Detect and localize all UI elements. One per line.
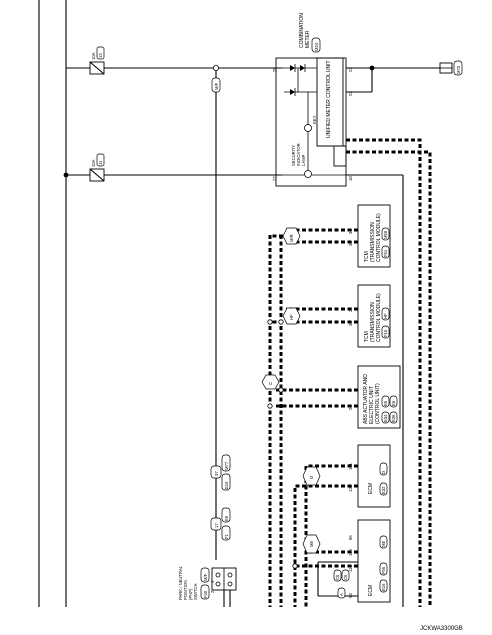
svg-text:E36: E36: [391, 414, 396, 422]
svg-text:CONTROL MODULE): CONTROL MODULE): [376, 213, 382, 262]
svg-text:1: 1: [210, 580, 215, 583]
svg-text:28: 28: [272, 67, 277, 72]
svg-text:23: 23: [348, 67, 353, 72]
svg-text:D: D: [381, 471, 386, 474]
svg-text:2: 2: [210, 590, 215, 593]
svg-text:115: 115: [348, 565, 353, 572]
meter-unit-label: UNIFIED METER CONTROL UNIT: [326, 60, 332, 138]
indicator-label: INDICATOR: [296, 143, 301, 166]
svg-text:ECM: ECM: [368, 585, 374, 596]
svg-text:E5: E5: [383, 400, 388, 406]
svg-text:D: D: [309, 476, 314, 479]
indicator-label: SECURITY: [291, 145, 296, 166]
svg-text:F56: F56: [381, 566, 386, 574]
pnp-switch: PARK / NEUTRAL POSITION (PNP) SWITCH F40…: [178, 565, 237, 607]
svg-text:E16: E16: [224, 481, 229, 489]
can-h-line: [346, 138, 422, 607]
ecm-2: ECM E16 F56 M8 115 160 96: [348, 519, 391, 603]
indicator-label: LAMP: [301, 154, 306, 166]
junction-mf-marker: M/F: [211, 77, 221, 93]
harness-connector-37: 37 E16 M77: [210, 454, 231, 491]
svg-text:TCM: TCM: [364, 331, 370, 342]
svg-text:PARK / NEUTRAL: PARK / NEUTRAL: [178, 565, 183, 600]
svg-text:E16: E16: [381, 583, 386, 591]
svg-text:96: 96: [348, 535, 353, 540]
svg-text:(TRANSMISSION: (TRANSMISSION: [370, 302, 376, 342]
svg-text:18: 18: [348, 176, 353, 181]
svg-text:M/F: M/F: [214, 82, 219, 90]
svg-text:ELECTRIC UNIT: ELECTRIC UNIT: [369, 386, 375, 424]
svg-text:CONTROL MODULE): CONTROL MODULE): [376, 293, 382, 342]
junction-ecm-2: [302, 534, 321, 554]
ecm-1: ECM E32 D 132 131: [348, 444, 391, 508]
splice-m70: M70: [439, 60, 463, 76]
svg-text:M8: M8: [381, 541, 386, 547]
tcm-at: TCM (TRANSMISSION CONTROL MODULE) F15 HF…: [348, 284, 391, 348]
svg-text:17: 17: [214, 523, 219, 528]
svg-text:M77: M77: [224, 461, 229, 470]
svg-text:POSITION: POSITION: [183, 580, 188, 600]
fuse-11: 10A 11: [66, 153, 282, 182]
fuse-amp-label: 10A: [91, 159, 96, 167]
svg-text:C6: C6: [343, 574, 348, 580]
svg-text:93: 93: [348, 593, 353, 598]
harness-connector-17: 17 F1 E9: [210, 507, 231, 541]
svg-text:M8: M8: [309, 541, 314, 547]
tcm-cvt: TCM (TRANSMISSION CONTROL MODULE) F61 M5…: [348, 204, 391, 268]
junction-tcm-cvt: [282, 227, 301, 245]
svg-text:F40: F40: [203, 590, 208, 598]
svg-text:M/R: M/R: [289, 234, 294, 242]
svg-text:(CONTROL UNIT): (CONTROL UNIT): [375, 383, 381, 424]
junction-tcm-at: [282, 307, 301, 325]
junction-abs: [261, 374, 280, 390]
combination-meter: UNIFIED METER CONTROL UNIT COMBINATION M…: [272, 13, 353, 187]
svg-text:F15: F15: [383, 329, 388, 337]
svg-text:22: 22: [348, 91, 353, 96]
fuse-amp-label: 10A: [91, 52, 96, 60]
svg-text:E6: E6: [391, 400, 396, 406]
svg-text:M/F: M/F: [203, 573, 208, 581]
svg-text:ECM: ECM: [368, 483, 374, 494]
junction-point: [212, 65, 219, 72]
meter-connector: M24: [314, 42, 319, 51]
svg-text:SWITCH: SWITCH: [193, 583, 198, 600]
svg-text:HF: HF: [383, 313, 388, 319]
fuse-number-label: 11: [98, 160, 103, 165]
svg-text:M50: M50: [383, 230, 388, 239]
svg-text:HF: HF: [289, 314, 294, 320]
svg-text:(PNP): (PNP): [188, 588, 193, 600]
svg-text:C: C: [268, 382, 273, 385]
key-label: KEY: [312, 115, 317, 124]
can-l-line: [346, 150, 432, 607]
svg-text:(TRANSMISSION: (TRANSMISSION: [370, 222, 376, 262]
svg-text:E34: E34: [383, 414, 388, 422]
fuse-13: 10A 13: [66, 46, 282, 75]
svg-text:C5: C5: [335, 574, 340, 580]
abs-actuator: ABS ACTUATOR AND ELECTRIC UNIT (CONTROL …: [348, 365, 401, 429]
svg-text:TCM: TCM: [364, 251, 370, 262]
svg-text:F61: F61: [383, 249, 388, 257]
figure-id: JCKWA3300GB: [420, 626, 463, 632]
junction-ecm-1: [302, 466, 321, 486]
svg-text:27: 27: [272, 176, 277, 181]
svg-text:37: 37: [214, 471, 219, 476]
svg-text:ABS ACTUATOR AND: ABS ACTUATOR AND: [363, 374, 369, 424]
svg-text:E9: E9: [224, 515, 229, 521]
svg-text:M70: M70: [456, 65, 461, 74]
svg-text:132: 132: [348, 484, 353, 492]
meter-title: COMBINATION: [299, 13, 305, 48]
svg-text:F1: F1: [224, 533, 229, 539]
svg-text:A: A: [339, 593, 344, 596]
meter-title: METER: [305, 30, 311, 48]
fuse-number-label: 13: [98, 53, 103, 58]
svg-text:E32: E32: [381, 486, 386, 494]
